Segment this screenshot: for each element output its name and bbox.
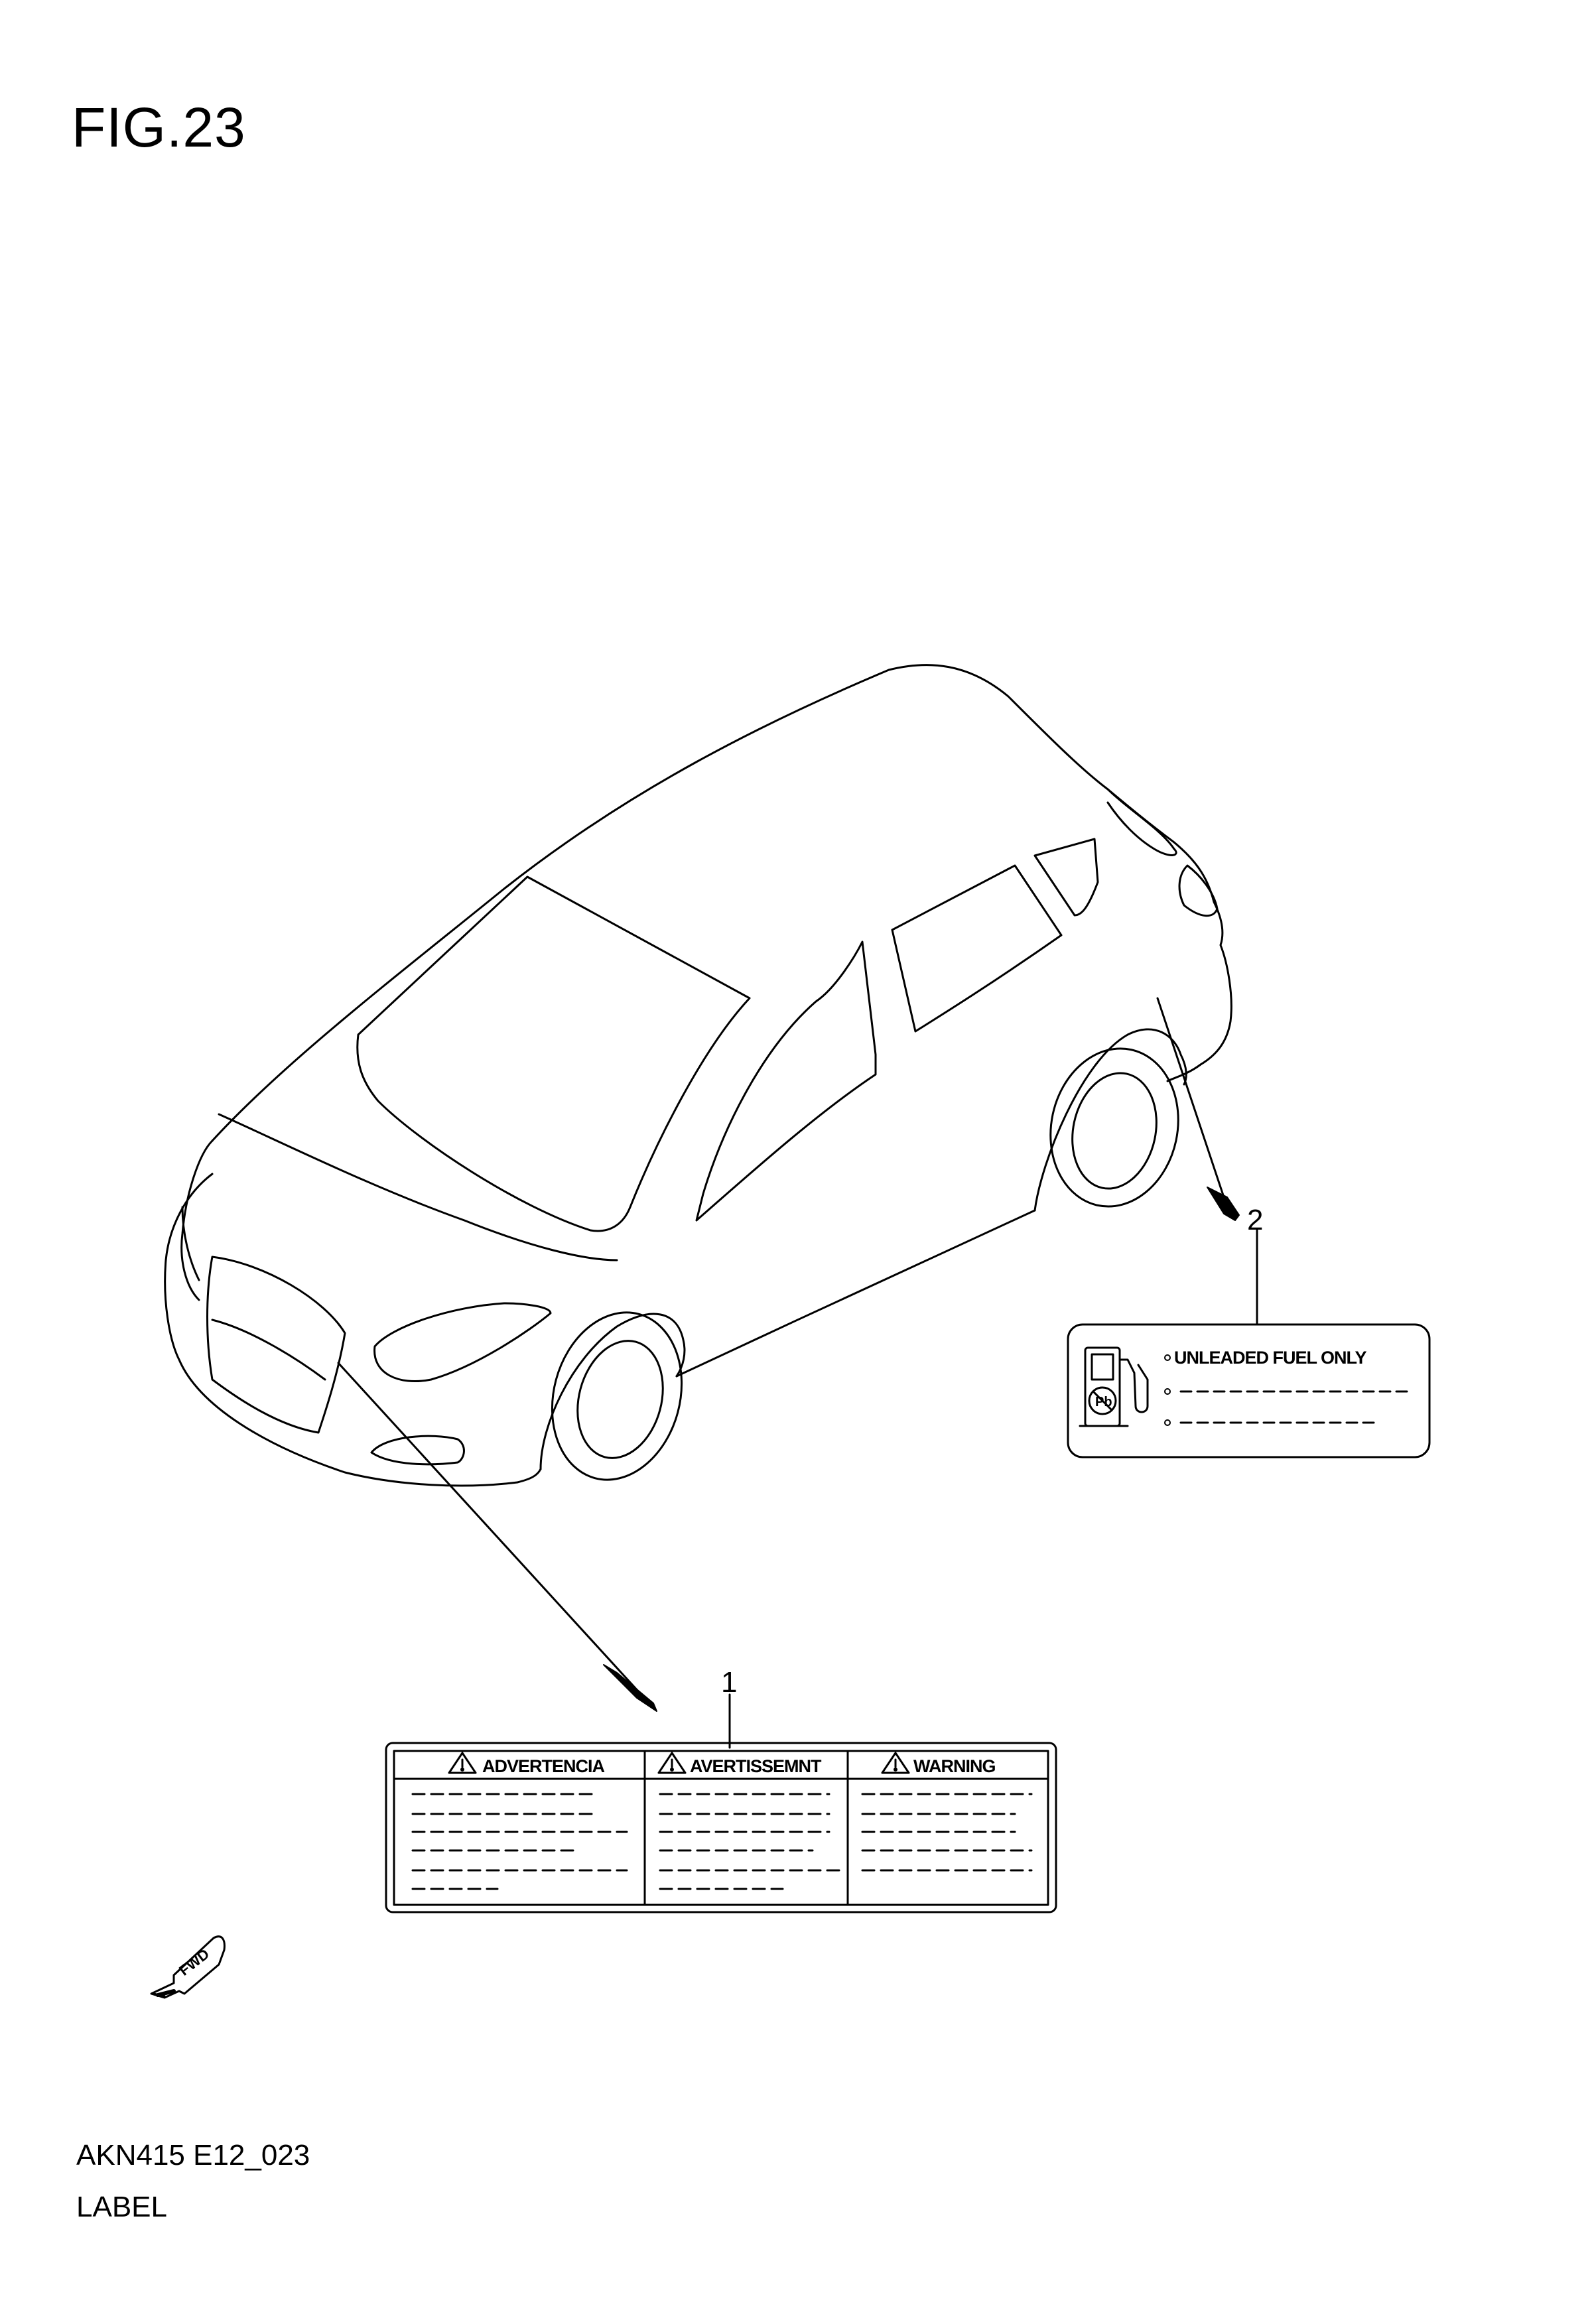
fuel-bullet-3 [1164,1419,1171,1426]
callout-number-2: 2 [1247,1204,1264,1236]
hood-crease [218,1113,618,1261]
leader-line-1 [337,1362,655,1709]
figure-code: AKN415 E12_023 [76,2139,310,2171]
warning-col-2-text-placeholder [659,1793,844,1890]
grille-bar [211,1319,326,1381]
fuel-label-frame [1067,1323,1431,1458]
rear-spoiler [1106,788,1177,856]
headlight [373,1302,552,1383]
leader-line-2-tip [1207,1187,1240,1221]
warning-triangle-icon [881,1752,910,1774]
rear-tail-light [1178,864,1219,917]
leader-line-2 [1156,997,1232,1218]
rear-wheel [1049,1047,1179,1208]
warning-col-2-heading: AVERTISSEMNT [690,1756,822,1776]
warning-col-1-text-placeholder [411,1793,628,1890]
forward-direction-arrow-icon [150,1935,226,1999]
fuel-icon-text: Pb [1095,1395,1112,1409]
front-wheel [551,1311,683,1481]
car-hood-front [180,1139,214,1301]
callout-number-1: 1 [721,1666,738,1699]
figure-title: FIG.23 [72,96,246,159]
fuel-bullet-2 [1164,1388,1171,1395]
car-front-bumper [164,1259,542,1487]
rear-wheel-arch [1033,1028,1187,1212]
warning-triangle-icon [657,1752,687,1774]
rear-side-window [891,864,1063,1033]
front-grille [206,1256,346,1434]
warning-col-3-text-placeholder [861,1793,1033,1872]
windshield [356,875,751,1232]
rear-wheel-rim [1071,1072,1158,1190]
warning-col-1-heading: ADVERTENCIA [482,1756,605,1776]
leader-line-1-tip [603,1664,657,1712]
quarter-window [1033,838,1099,917]
figure-name: LABEL [76,2191,167,2223]
warning-label-inner [393,1750,1049,1906]
fuel-pump-icon [1079,1346,1149,1427]
car-body-outline [211,664,1232,1142]
warning-label-outer [385,1742,1057,1913]
fuel-bullet-1 [1164,1354,1171,1361]
headlight-left [181,1206,200,1281]
fuel-label-text: UNLEADED FUEL ONLY [1174,1348,1367,1368]
front-side-window [695,940,877,1222]
warning-col-3-heading: WARNING [913,1756,996,1776]
car-side-sill [675,1209,1036,1378]
warning-triangle-icon [448,1752,477,1774]
fog-light [370,1435,465,1466]
car-front-corner [165,1173,214,1261]
front-wheel-rim [576,1340,664,1459]
